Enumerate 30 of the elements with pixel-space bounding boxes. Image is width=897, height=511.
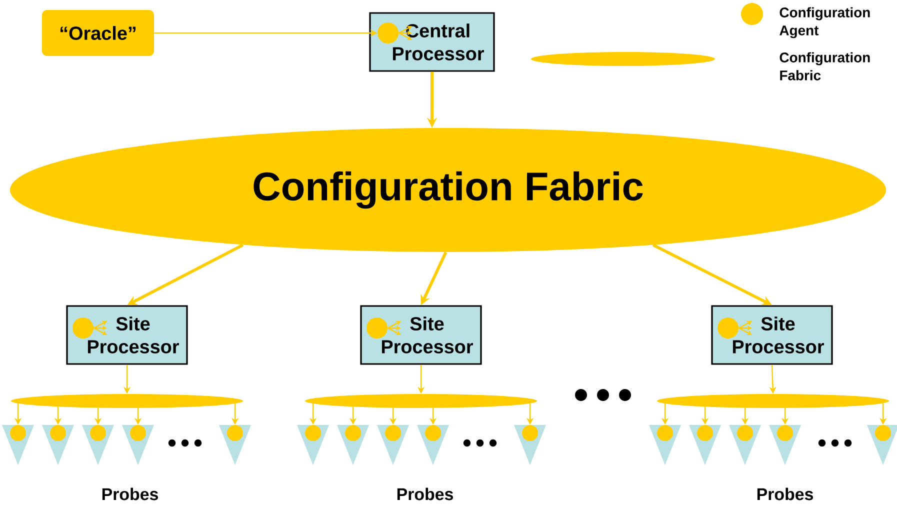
probe-triangle bbox=[769, 425, 801, 465]
probe-triangle bbox=[417, 425, 449, 465]
probe-triangle bbox=[337, 425, 369, 465]
probe-triangle bbox=[649, 425, 681, 465]
probe-triangle bbox=[729, 425, 761, 465]
probes-label: Probes bbox=[397, 488, 454, 500]
processor-box: Site Processor bbox=[360, 305, 482, 365]
probe-triangle bbox=[867, 425, 897, 465]
probes-label: Probes bbox=[102, 488, 158, 500]
probes-label: Probes bbox=[757, 488, 814, 500]
probe-triangle bbox=[122, 425, 154, 465]
processor-box: Site Processor bbox=[711, 305, 833, 365]
processor-box: Site Processor bbox=[66, 305, 188, 365]
agent-circle bbox=[718, 318, 738, 338]
processor-box: Central Processor bbox=[369, 12, 495, 72]
legend-text: Configuration Fabric bbox=[780, 52, 870, 80]
legend-text: Configuration Agent bbox=[780, 7, 870, 38]
agent-circle bbox=[366, 318, 388, 338]
probe-triangle bbox=[219, 425, 251, 465]
probe-triangle bbox=[297, 425, 329, 465]
probe-triangle bbox=[82, 425, 114, 465]
probe-triangle bbox=[377, 425, 409, 465]
probe-triangle bbox=[689, 425, 721, 465]
probe-triangle bbox=[514, 425, 546, 465]
agent-circle bbox=[378, 22, 398, 44]
probe-triangle bbox=[2, 425, 34, 465]
fabric-ellipse bbox=[657, 394, 889, 408]
oracle-box: “Oracle” bbox=[42, 10, 154, 56]
agent-circle bbox=[72, 318, 94, 338]
probe-triangle bbox=[42, 425, 74, 465]
